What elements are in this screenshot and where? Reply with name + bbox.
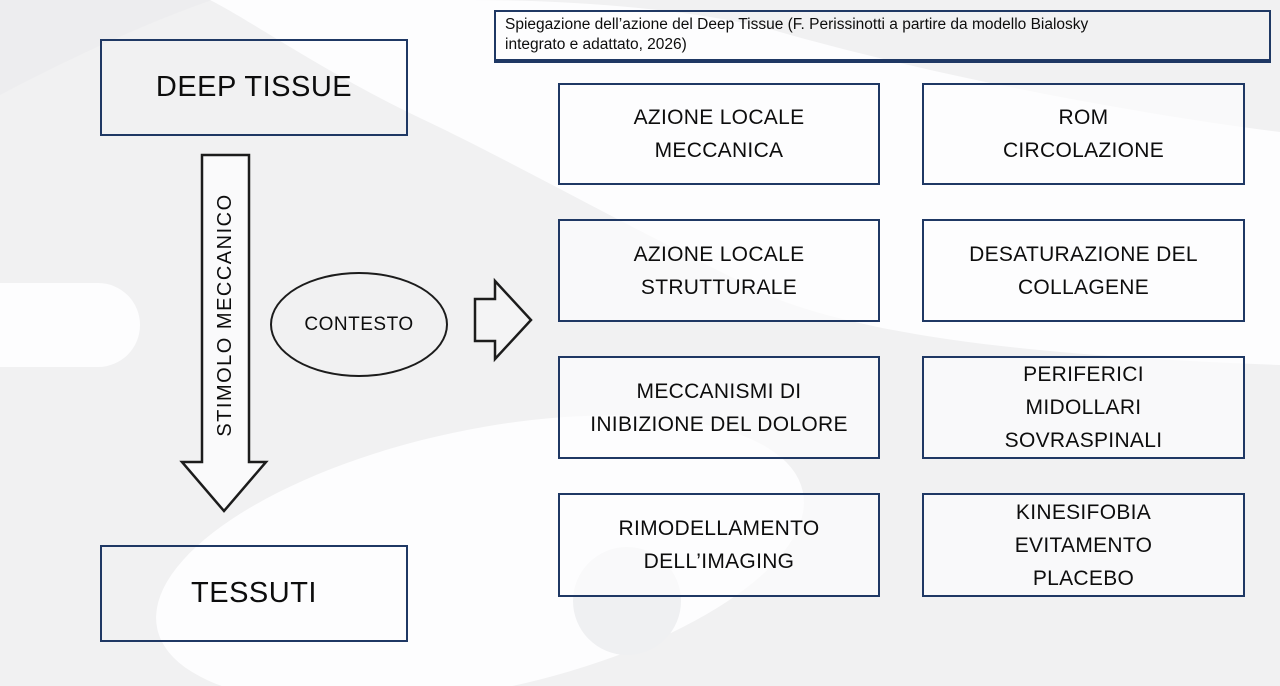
outcome-grid: AZIONE LOCALE MECCANICA ROM CIRCOLAZIONE… <box>558 83 1245 597</box>
outcome-box-rom-circolazione: ROM CIRCOLAZIONE <box>922 83 1245 185</box>
outcome-box-periferici-midollari-sovraspinali: PERIFERICI MIDOLLARI SOVRASPINALI <box>922 356 1245 459</box>
deep-tissue-box: DEEP TISSUE <box>100 39 408 136</box>
outcome-box-rimodellamento-imaging: RIMODELLAMENTO DELL’IMAGING <box>558 493 880 597</box>
contesto-label: CONTESTO <box>304 313 414 335</box>
outcome-box-azione-locale-meccanica: AZIONE LOCALE MECCANICA <box>558 83 880 185</box>
tessuti-box: TESSUTI <box>100 545 408 642</box>
corner-shade-shape <box>0 0 212 95</box>
down-arrow-icon <box>179 153 269 513</box>
slide-note: Spiegazione dell’azione del Deep Tissue … <box>494 10 1271 63</box>
outcome-box-kinesifobia-evitamento-placebo: KINESIFOBIA EVITAMENTO PLACEBO <box>922 493 1245 597</box>
outcome-box-meccanismi-inibizione-dolore: MECCANISMI DI INIBIZIONE DEL DOLORE <box>558 356 880 459</box>
outcome-box-desaturazione-collagene: DESATURAZIONE DEL COLLAGENE <box>922 219 1245 322</box>
outcome-box-azione-locale-strutturale: AZIONE LOCALE STRUTTURALE <box>558 219 880 322</box>
left-capsule-shape <box>0 283 140 367</box>
right-arrow-icon <box>473 277 533 363</box>
contesto-ellipse: CONTESTO <box>270 272 448 377</box>
down-arrow-label: STIMOLO MECCANICO <box>214 193 236 437</box>
